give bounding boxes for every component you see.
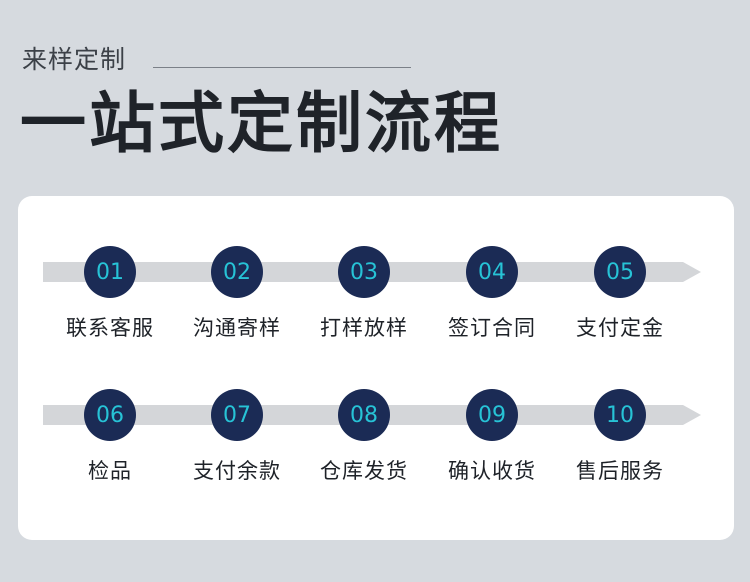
step-03: 03 打样放样 — [304, 246, 424, 342]
step-10: 10 售后服务 — [560, 389, 680, 485]
step-04: 04 签订合同 — [432, 246, 552, 342]
subtitle: 来样定制 — [22, 45, 127, 74]
step-02: 02 沟通寄样 — [177, 246, 297, 342]
step-number-badge: 04 — [466, 246, 518, 298]
step-number-badge: 07 — [211, 389, 263, 441]
step-number-badge: 02 — [211, 246, 263, 298]
step-number-badge: 10 — [594, 389, 646, 441]
step-number-badge: 09 — [466, 389, 518, 441]
step-06: 06 检品 — [50, 389, 170, 485]
step-label: 仓库发货 — [320, 459, 408, 483]
step-label: 沟通寄样 — [193, 316, 281, 340]
step-label: 打样放样 — [320, 316, 408, 340]
step-09: 09 确认收货 — [432, 389, 552, 485]
step-number-badge: 08 — [338, 389, 390, 441]
step-08: 08 仓库发货 — [304, 389, 424, 485]
step-05: 05 支付定金 — [560, 246, 680, 342]
step-01: 01 联系客服 — [50, 246, 170, 342]
page-title: 一站式定制流程 — [20, 85, 503, 162]
step-label: 售后服务 — [576, 459, 664, 483]
step-label: 支付定金 — [576, 316, 664, 340]
step-number-badge: 03 — [338, 246, 390, 298]
step-number-badge: 01 — [84, 246, 136, 298]
step-label: 支付余款 — [193, 459, 281, 483]
step-number-badge: 05 — [594, 246, 646, 298]
step-label: 签订合同 — [448, 316, 536, 340]
subtitle-divider — [153, 67, 411, 68]
step-label: 确认收货 — [448, 459, 536, 483]
step-07: 07 支付余款 — [177, 389, 297, 485]
step-label: 检品 — [88, 459, 132, 483]
step-number-badge: 06 — [84, 389, 136, 441]
step-label: 联系客服 — [66, 316, 154, 340]
